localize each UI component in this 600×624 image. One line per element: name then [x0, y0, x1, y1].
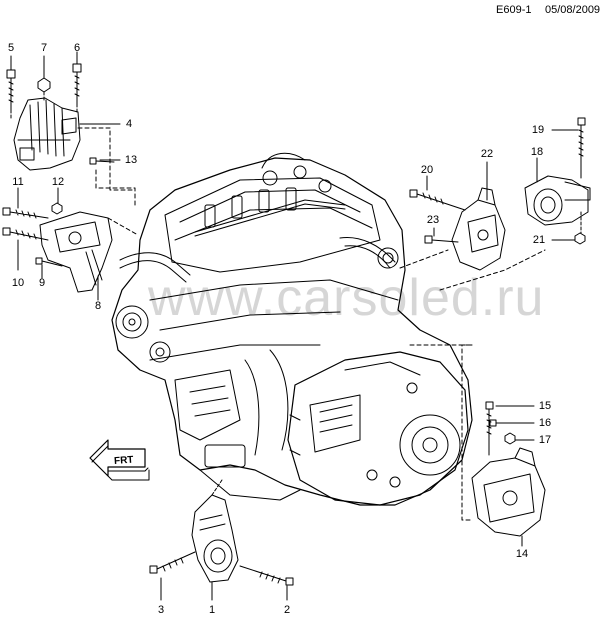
callout-6: 6	[73, 42, 81, 54]
mount-bracket-8	[39, 211, 139, 293]
front-arrow-label: FRT	[114, 455, 134, 467]
mount-bracket-22	[451, 187, 506, 271]
callout-7: 7	[40, 42, 48, 54]
callout-9: 9	[38, 277, 46, 289]
bolt-15	[485, 401, 494, 456]
callout-21: 21	[532, 234, 546, 246]
mount-bracket-1	[191, 479, 239, 583]
callout-1: 1	[208, 604, 216, 616]
front-direction-arrow-icon	[89, 439, 150, 481]
bolt-11	[2, 207, 49, 219]
leader-lines	[10, 51, 579, 601]
mount-bushing-18	[524, 175, 591, 226]
callout-23: 23	[426, 214, 440, 226]
bolt-10	[2, 227, 49, 241]
bolt-2	[239, 565, 294, 586]
bolt-13	[89, 157, 115, 165]
bolt-20	[409, 189, 466, 211]
bolt-3	[149, 551, 196, 574]
bolt-6	[72, 63, 82, 105]
nut-7	[37, 77, 51, 93]
callout-18: 18	[530, 146, 544, 158]
bolt-16	[489, 419, 497, 427]
callout-16: 16	[538, 417, 552, 429]
mount-bracket-14	[471, 447, 546, 537]
diagram-code: E609-1	[496, 4, 532, 16]
callout-19: 19	[531, 124, 545, 136]
callout-22: 22	[480, 148, 494, 160]
bolt-5	[6, 69, 16, 111]
callout-17: 17	[538, 434, 552, 446]
callout-12: 12	[51, 176, 65, 188]
nut-17	[504, 432, 516, 445]
nut-21	[574, 232, 586, 245]
callout-3: 3	[157, 604, 165, 616]
bolt-9	[35, 257, 63, 267]
callout-10: 10	[11, 277, 25, 289]
transmission-assembly	[287, 351, 469, 506]
bolt-19	[577, 117, 586, 179]
callout-11: 11	[12, 176, 24, 188]
callout-13: 13	[124, 154, 138, 166]
callout-5: 5	[7, 42, 15, 54]
callout-8: 8	[94, 300, 102, 312]
callout-20: 20	[420, 164, 434, 176]
callout-15: 15	[538, 400, 552, 412]
nut-12	[51, 202, 63, 215]
mount-bracket-4	[13, 97, 81, 171]
engine-assembly	[111, 152, 473, 506]
callout-4: 4	[125, 118, 133, 130]
diagram-date: 05/08/2009	[545, 4, 600, 16]
callout-14: 14	[515, 548, 529, 560]
callout-2: 2	[283, 604, 291, 616]
bolt-23	[424, 235, 459, 244]
